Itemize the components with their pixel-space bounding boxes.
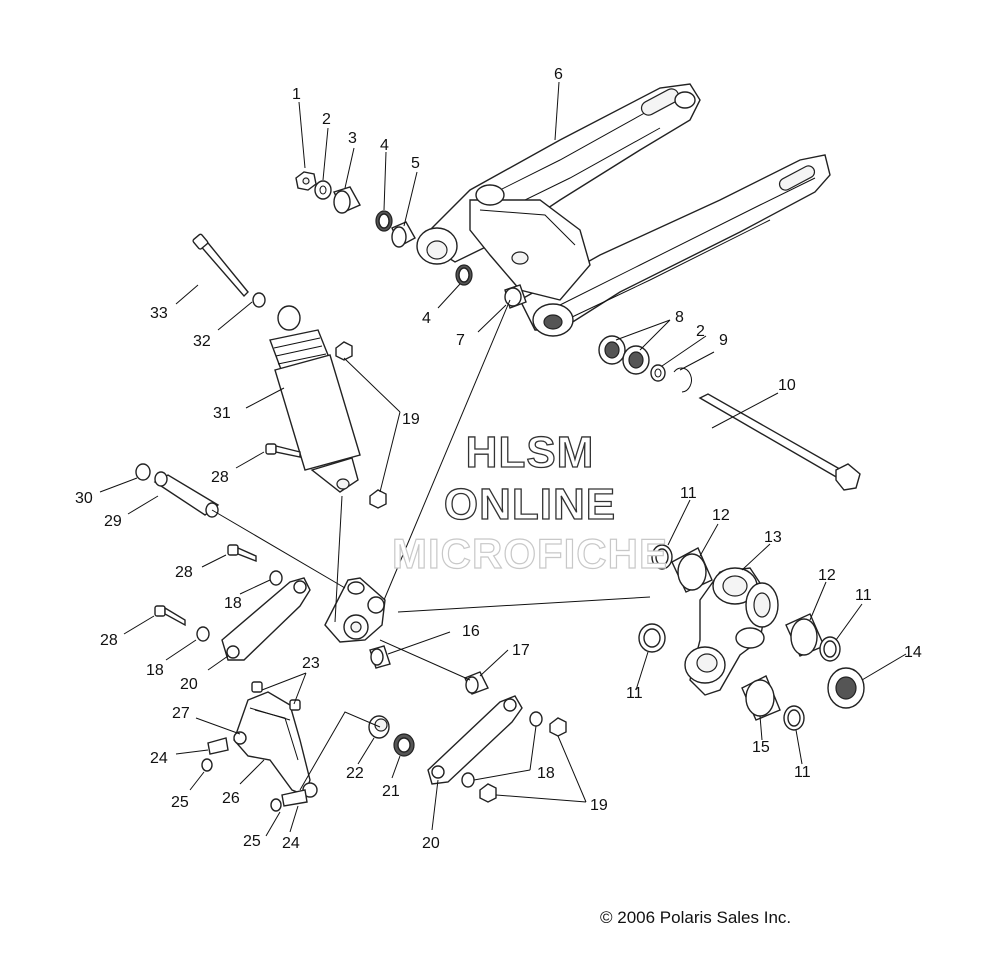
callout-32: 32: [193, 333, 211, 350]
callout-5: 5: [411, 155, 420, 172]
callout-10: 10: [778, 377, 796, 394]
watermark-line-3: MICROFICHE: [391, 529, 668, 577]
leader-lines: [99, 81, 907, 837]
callout-25: 25: [171, 794, 189, 811]
watermark-line-2: ONLINE: [443, 479, 617, 529]
callout-20: 20: [422, 835, 440, 852]
callout-20: 20: [180, 676, 198, 693]
assembly-lines: [211, 299, 651, 791]
copyright-notice: © 2006 Polaris Sales Inc.: [600, 908, 792, 927]
callout-14: 14: [904, 644, 922, 661]
callout-27: 27: [172, 705, 190, 722]
callout-9: 9: [719, 332, 728, 349]
link-center: [324, 577, 567, 803]
callout-3: 3: [348, 130, 357, 147]
callout-11: 11: [626, 685, 643, 702]
link-left: [154, 544, 311, 661]
callout-33: 33: [150, 305, 168, 322]
callout-7: 7: [456, 332, 465, 349]
pivot-pin: [135, 463, 220, 518]
callout-4: 4: [422, 310, 431, 327]
callout-19: 19: [402, 411, 420, 428]
callout-28: 28: [211, 469, 229, 486]
callout-29: 29: [104, 513, 122, 530]
callout-23: 23: [302, 655, 320, 672]
callout-24: 24: [282, 835, 300, 852]
callout-15: 15: [752, 739, 770, 756]
callout-31: 31: [213, 405, 231, 422]
callout-18: 18: [224, 595, 242, 612]
callout-30: 30: [75, 490, 93, 507]
callout-13: 13: [764, 529, 782, 546]
callout-28: 28: [175, 564, 193, 581]
relay-link-assembly: [638, 544, 865, 731]
callout-6: 6: [554, 66, 563, 83]
callout-24: 24: [150, 750, 168, 767]
callout-11: 11: [855, 587, 872, 604]
callout-1: 1: [292, 86, 301, 103]
callout-21: 21: [382, 783, 400, 800]
callout-25: 25: [243, 833, 261, 850]
callout-22: 22: [346, 765, 364, 782]
callout-17: 17: [512, 642, 530, 659]
callout-numbers: 1 2 3 4 5 6 4 7 8 2 9 10 33 32 31 19 28 …: [75, 66, 922, 852]
callout-26: 26: [222, 790, 240, 807]
callout-11: 11: [680, 485, 697, 502]
callout-16: 16: [462, 623, 480, 640]
watermark-line-1: HLSM: [465, 427, 595, 477]
callout-4: 4: [380, 137, 389, 154]
callout-19: 19: [590, 797, 608, 814]
callout-18: 18: [146, 662, 164, 679]
callout-18: 18: [537, 765, 555, 782]
callout-2: 2: [322, 111, 331, 128]
callout-2: 2: [696, 323, 705, 340]
callout-28: 28: [100, 632, 118, 649]
swingarm: [416, 83, 831, 337]
callout-12: 12: [818, 567, 836, 584]
callout-11: 11: [794, 764, 811, 781]
shock-absorber: [192, 233, 387, 509]
rocker-arm: [201, 681, 318, 812]
callout-12: 12: [712, 507, 730, 524]
callout-8: 8: [675, 309, 684, 326]
